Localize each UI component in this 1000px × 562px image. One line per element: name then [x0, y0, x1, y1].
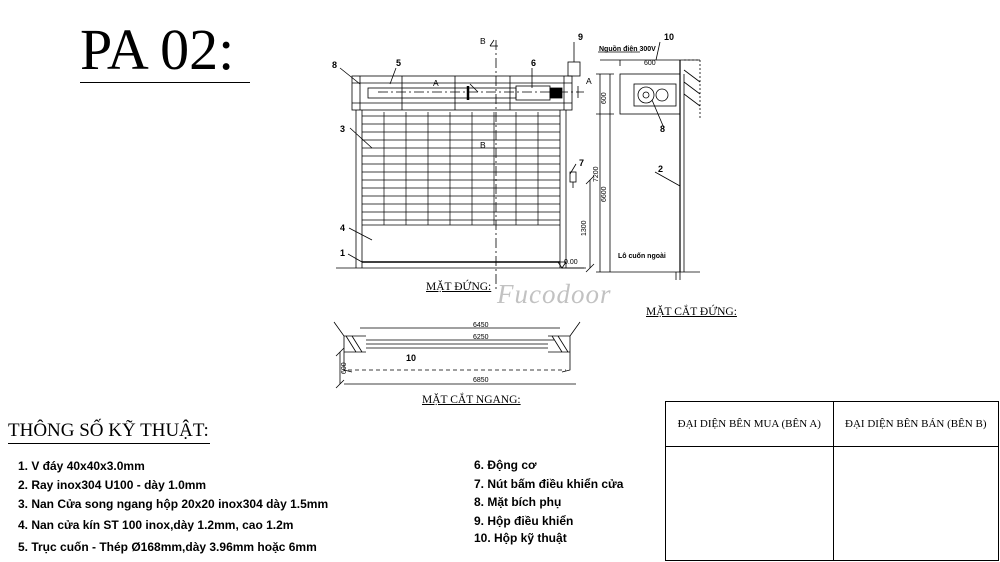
dim-6600: 6600 — [601, 186, 608, 202]
dim-top-600: 600 — [644, 60, 656, 67]
section-mark-a-left: A — [433, 78, 439, 88]
callout-2: 2 — [658, 164, 663, 174]
callout-5: 5 — [396, 58, 401, 68]
signature-table: ĐẠI DIỆN BÊN MUA (BÊN A) ĐẠI DIỆN BÊN BÁ… — [665, 401, 1000, 561]
seller-rep-header: ĐẠI DIỆN BÊN BÁN (BÊN B) — [832, 401, 1000, 447]
caption-elevation: MẶT ĐỨNG: — [426, 281, 492, 293]
callout-9: 9 — [578, 32, 583, 42]
callout-7: 7 — [579, 158, 584, 168]
caption-vertical-section: MẶT CẮT ĐỨNG: — [646, 306, 737, 318]
specs-title-underline — [8, 443, 210, 444]
page-title: PA 02: — [80, 17, 235, 82]
elevation-view — [336, 39, 595, 290]
title-underline — [80, 82, 250, 83]
control-button — [569, 171, 577, 183]
spec-item-9: 9. Hộp điều khiển — [474, 514, 574, 528]
opening-label: Lô cuốn ngoài — [618, 252, 666, 260]
spec-item-8: 8. Mặt bích phụ — [474, 495, 562, 509]
motor — [515, 85, 551, 101]
buyer-signature-cell — [665, 446, 834, 561]
level-mark: 0.00 — [564, 259, 578, 266]
dim-7200: 7200 — [593, 166, 600, 182]
power-label: Nguồn điện 300V — [599, 44, 656, 53]
spec-item-6: 6. Động cơ — [474, 458, 537, 472]
technical-drawing: A A B B 8 5 6 3 4 1 7 9 10 8 2 10 Nguồn … — [332, 32, 701, 389]
callout-10: 10 — [664, 32, 674, 42]
callout-6: 6 — [531, 58, 536, 68]
spec-item-7: 7. Nút bấm điều khiển cửa — [474, 477, 624, 491]
technical-box — [619, 73, 681, 115]
dim-6850: 6850 — [473, 377, 489, 384]
spec-item-4: 4. Nan cửa kín ST 100 inox,dày 1.2mm, ca… — [18, 518, 294, 532]
control-box — [567, 61, 581, 77]
spec-item-10: 10. Hộp kỹ thuật — [474, 531, 567, 545]
section-mark-b-top: B — [480, 36, 486, 46]
roller-shaft — [367, 87, 517, 99]
spec-item-5: 5. Trục cuốn - Thép Ø168mm,dày 3.96mm ho… — [18, 540, 317, 554]
caption-horizontal-section: MẶT CẮT NGANG: — [422, 394, 521, 406]
callout-1: 1 — [340, 248, 345, 258]
buyer-rep-header: ĐẠI DIỆN BÊN MUA (BÊN A) — [665, 401, 834, 447]
callout-3: 3 — [340, 124, 345, 134]
callout-8: 8 — [332, 60, 337, 70]
callout-8-section: 8 — [660, 124, 665, 134]
section-mark-b-mid: B — [480, 140, 486, 150]
spec-item-1: 1. V đáy 40x40x3.0mm — [18, 459, 145, 473]
spec-item-2: 2. Ray inox304 U100 - dày 1.0mm — [18, 478, 207, 492]
callout-10-plan: 10 — [406, 353, 416, 363]
specs-title: THÔNG SỐ KỸ THUẬT: — [8, 420, 209, 441]
callout-4: 4 — [340, 223, 345, 233]
dim-600-vertical: 600 — [601, 92, 608, 104]
roller-circle — [637, 86, 655, 104]
dim-600-plan: 600 — [341, 362, 348, 374]
watermark: Fucodoor — [497, 279, 612, 309]
horizontal-section-view — [333, 321, 581, 389]
seller-signature-cell — [832, 446, 1000, 561]
roller-box — [351, 75, 573, 111]
spec-item-3: 3. Nan Cửa song ngang hộp 20x20 inox304 … — [18, 497, 329, 511]
dim-6250: 6250 — [473, 334, 489, 341]
section-mark-a-right: A — [586, 76, 592, 86]
dim-6450: 6450 — [473, 322, 489, 329]
dim-1300: 1300 — [581, 220, 588, 236]
vertical-section-view — [596, 41, 701, 280]
